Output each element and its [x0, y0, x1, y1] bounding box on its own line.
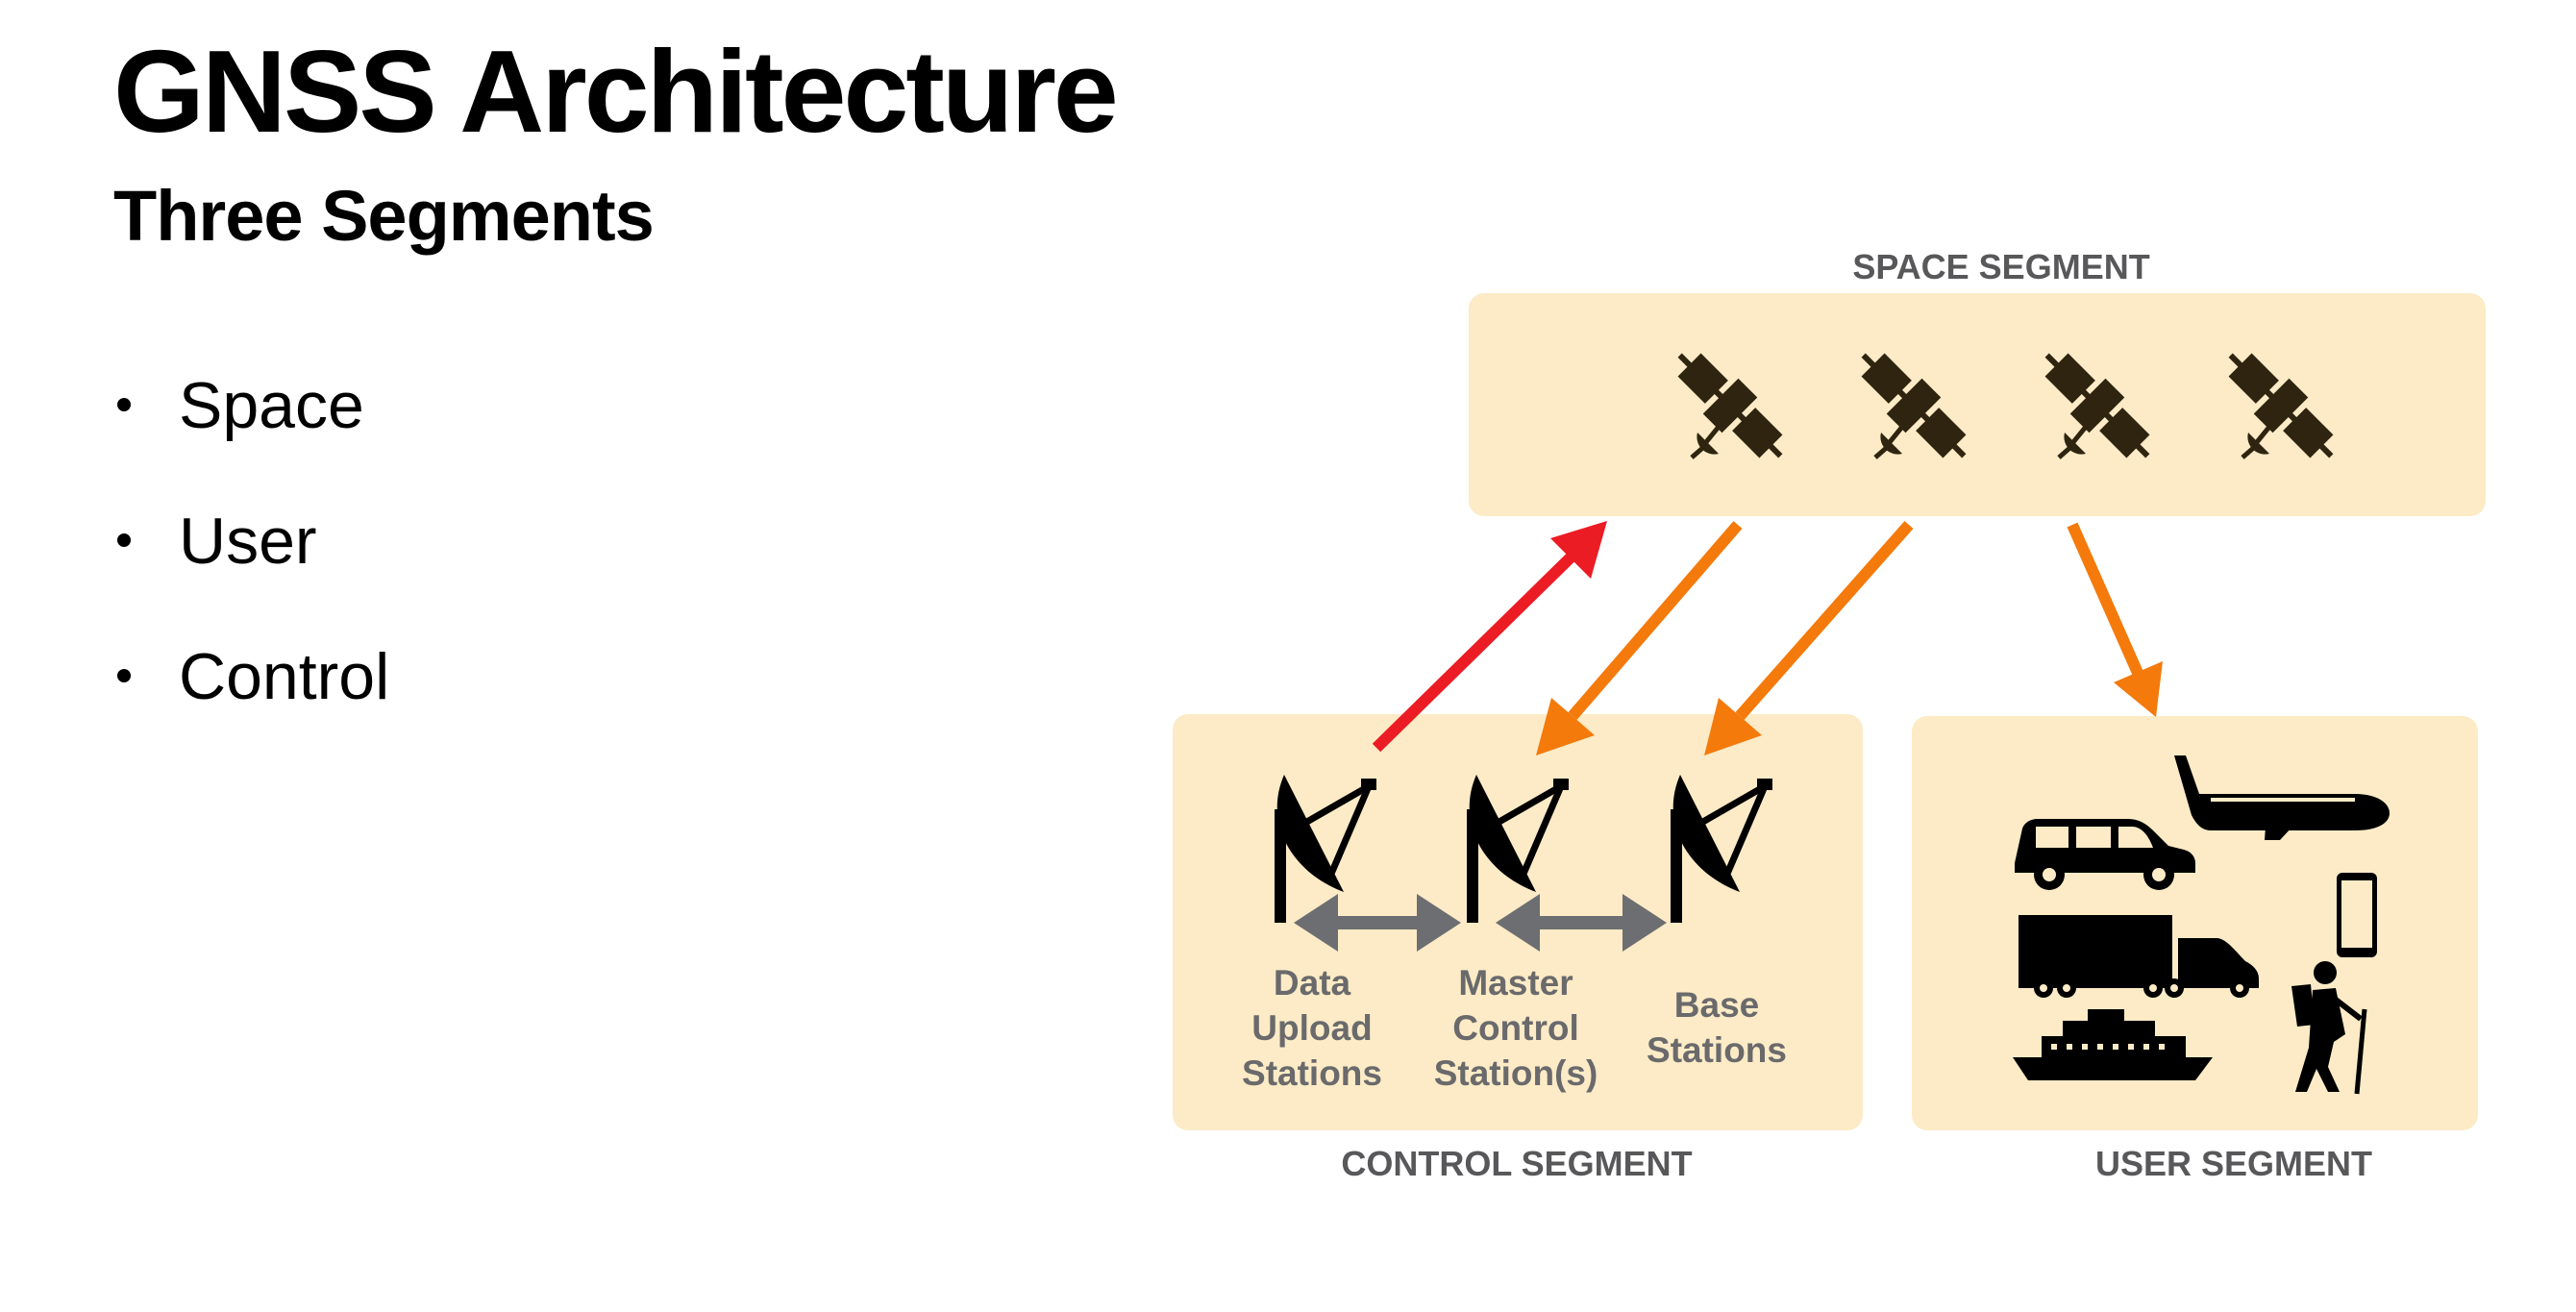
downlink-arrow-to-master [1536, 521, 1743, 755]
smartphone-icon [2337, 873, 2377, 957]
station-label-master-control: Master Control Station(s) [1434, 963, 1598, 1093]
station-label-line: Stations [1242, 1053, 1382, 1093]
station-label-line: Upload [1251, 1008, 1372, 1048]
uplink-arrow [1372, 521, 1607, 753]
page-title: GNSS Architecture [113, 26, 1119, 157]
truck-icon [2019, 915, 2259, 998]
station-label-line: Data [1274, 963, 1351, 1003]
station-link-arrow [1294, 894, 1461, 952]
user-segment-label: USER SEGMENT [2095, 1144, 2372, 1183]
station-label-line: Master [1458, 963, 1573, 1003]
airplane-icon [2174, 755, 2390, 840]
car-icon [2015, 819, 2195, 890]
station-label-line: Station(s) [1434, 1053, 1598, 1093]
station-label-base: Base Stations [1647, 985, 1787, 1070]
ship-icon [2013, 1009, 2213, 1080]
bullet-dot [117, 533, 131, 547]
bullet-text: Space [179, 369, 364, 442]
station-link-arrow [1496, 894, 1667, 952]
station-label-data-upload: Data Upload Stations [1242, 963, 1382, 1093]
space-segment-label: SPACE SEGMENT [1852, 247, 2149, 286]
station-label-line: Control [1452, 1008, 1579, 1048]
control-segment-label: CONTROL SEGMENT [1341, 1144, 1692, 1183]
space-segment-panel [1469, 293, 2486, 516]
page-subtitle: Three Segments [113, 176, 655, 256]
bullet-dot [117, 398, 131, 411]
bullet-text: Control [179, 640, 390, 713]
bullet-text: User [179, 505, 317, 578]
hiker-icon [2291, 961, 2367, 1095]
station-label-line: Base [1674, 985, 1759, 1025]
station-label-line: Stations [1647, 1030, 1787, 1070]
downlink-arrow-to-base [1704, 521, 1914, 755]
downlink-arrow-to-user [2067, 522, 2163, 717]
bullet-dot [117, 669, 131, 682]
